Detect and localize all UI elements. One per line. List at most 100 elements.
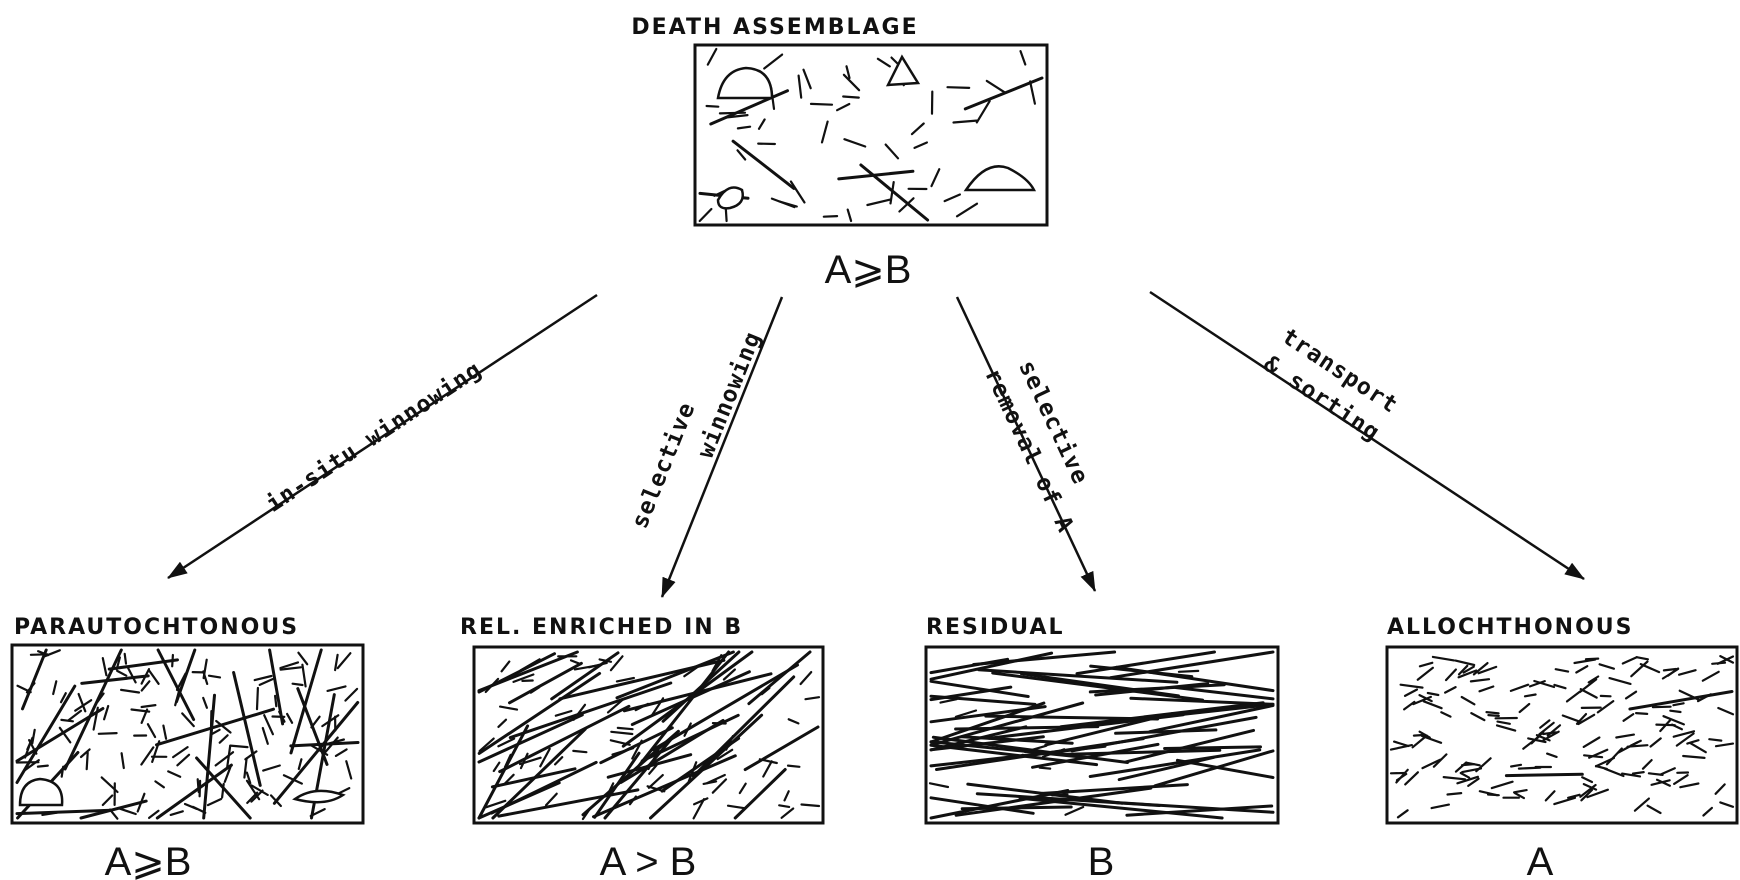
grain [1511,685,1528,691]
grain [912,124,924,135]
grain [1444,777,1465,779]
grain [799,76,802,98]
grain [263,766,280,771]
grain [1511,765,1521,767]
grain [157,765,231,818]
grain [1635,799,1649,811]
grain [986,716,1158,719]
grain [1480,687,1494,692]
grain [1575,660,1596,664]
grain [948,87,970,88]
grain [287,714,292,723]
grain [23,650,47,709]
grain [804,70,811,89]
grain [1673,703,1683,705]
grain [1630,692,1732,710]
grain [847,66,850,78]
grain [1498,722,1510,724]
grain [502,662,510,672]
label-selective-winnowing-line1: selective [627,399,701,533]
grain [220,735,228,742]
grain [1596,758,1614,766]
grain [479,654,555,692]
grain [1445,687,1456,693]
grain [298,653,307,665]
grain [173,747,188,757]
grain [930,783,948,787]
grain [1556,669,1568,671]
grain [965,78,1042,109]
grain [1404,702,1414,710]
rel-enriched-texture [479,652,819,819]
grain [844,139,865,146]
grain [87,753,88,770]
grain [1547,754,1557,757]
grain [844,75,859,90]
grain [1179,671,1198,672]
grain [789,719,799,723]
grain [886,145,898,159]
grain [931,681,1028,696]
shell-icon [20,779,62,805]
grain [1456,763,1466,772]
grain [1679,670,1696,675]
grain [1680,784,1698,788]
grain [1623,657,1637,663]
grain [843,97,859,98]
grain [117,671,126,676]
grain [142,705,156,707]
grain [1567,692,1580,702]
grain [103,658,107,675]
grain [1405,690,1417,696]
grain [1448,793,1462,794]
shell-icon [718,68,772,98]
grain [270,650,283,724]
grain [611,656,623,670]
grain [1497,725,1515,730]
grain [1456,661,1475,665]
grain [1610,678,1631,684]
grain [1401,685,1423,688]
label-selective-winnowing-line2: winnowing [693,328,767,462]
grain [264,715,273,734]
grain [1422,736,1441,743]
grain [1418,668,1433,680]
grain [1636,713,1647,714]
grain [1040,768,1051,769]
grain [1605,769,1624,776]
allochthonous-node: ALLOCHTHONOUS A [1387,615,1737,880]
grain [204,695,215,818]
grain [122,753,124,768]
grain [1670,711,1680,712]
grain [738,150,746,159]
death-assemblage-texture [700,49,1042,221]
grain [1433,657,1454,661]
grain [479,726,528,818]
grain [1398,810,1408,817]
grain [1643,760,1652,769]
grain [1703,672,1719,681]
grain [1563,716,1579,722]
grain [53,681,56,694]
grain [230,746,247,748]
grain [1525,695,1536,697]
parautochtonous-title: PARAUTOCHTONOUS [14,615,299,640]
grain [1424,701,1442,708]
grain [1718,708,1733,714]
grain [1030,81,1035,103]
grain [293,684,303,685]
grain [1165,747,1261,749]
grain [1420,663,1432,667]
grain [275,696,276,706]
grain [82,676,148,684]
grain [618,728,633,729]
grain [1633,772,1644,774]
grain [1554,685,1565,688]
grain [707,106,719,107]
grain [1683,756,1704,758]
edge-labels: in-situ winnowing selective winnowing se… [262,315,1403,545]
grain [263,728,268,744]
residual-title: RESIDUAL [926,615,1065,640]
grain [735,770,785,819]
grain [556,711,572,716]
